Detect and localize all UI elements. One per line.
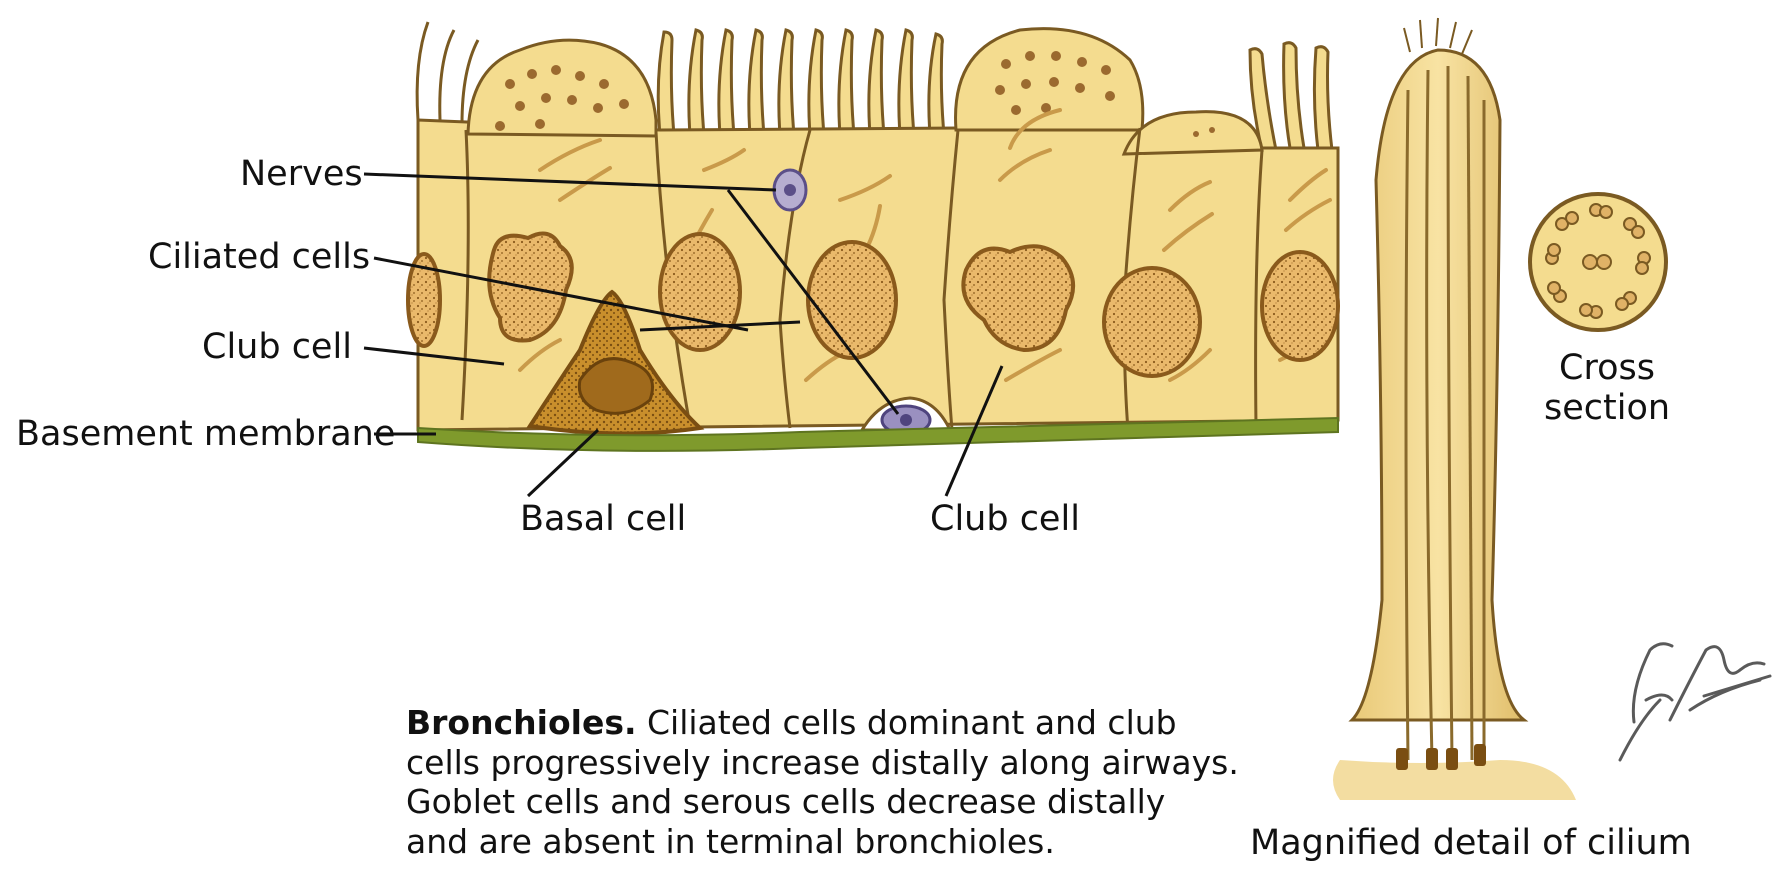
nucleus-ciliated-1 [658, 232, 742, 352]
cross-section-diagram [1528, 192, 1668, 332]
nucleus-ciliated-3 [1102, 266, 1202, 378]
label-nerves: Nerves [240, 154, 363, 194]
nucleus-edge [406, 252, 442, 348]
label-basement-membrane: Basement membrane [16, 414, 396, 454]
cell-borders [460, 127, 1264, 431]
club-cell-dome-left [466, 38, 658, 138]
club-cell-dome-small [1121, 110, 1264, 156]
leader-basal [526, 428, 600, 498]
label-club-cell-left: Club cell [202, 327, 352, 367]
nucleus-ciliated-2 [806, 240, 898, 360]
basement-membrane [417, 416, 1339, 452]
caption-line1: Ciliated cells dominant and club [636, 703, 1177, 742]
label-basal-cell: Basal cell [520, 499, 687, 539]
leader-nerves-2 [726, 189, 900, 415]
figure-caption: Bronchioles. Ciliated cells dominant and… [406, 703, 1266, 861]
cilia-left [415, 21, 480, 125]
leader-lines [363, 172, 1004, 498]
epithelium [406, 21, 1340, 452]
organelles [518, 108, 1332, 382]
label-cross-line2: section [1544, 388, 1671, 429]
leader-ciliated-2 [639, 320, 801, 332]
caption-line3: Goblet cells and serous cells decrease d… [406, 782, 1166, 822]
nucleus-ciliated-4 [1260, 250, 1340, 362]
magnified-cilium [1333, 17, 1576, 800]
label-cross-section: Cross section [1544, 348, 1670, 429]
caption-line2: cells progressively increase distally al… [406, 742, 1239, 782]
club-cell-dome-right [954, 27, 1145, 132]
label-club-cell-bottom: Club cell [930, 499, 1080, 539]
leader-ciliated-1 [373, 256, 749, 332]
leader-nerves-1 [363, 172, 777, 192]
leader-club-bottom [944, 365, 1004, 497]
leader-club-left [363, 346, 505, 366]
netter-signature [1618, 642, 1772, 762]
label-magnified-detail: Magnified detail of cilium [1250, 823, 1692, 863]
cilia-right [1248, 41, 1334, 152]
label-ciliated-cells: Ciliated cells [148, 237, 371, 277]
caption-title: Bronchioles. [406, 703, 637, 742]
nerve-bodies [772, 168, 953, 436]
granules [495, 51, 1215, 137]
label-cross-line1: Cross [1559, 348, 1655, 388]
caption-line4: and are absent in terminal bronchioles. [406, 821, 1055, 861]
cilia-middle [656, 28, 946, 137]
nucleus-club-right [961, 244, 1075, 353]
